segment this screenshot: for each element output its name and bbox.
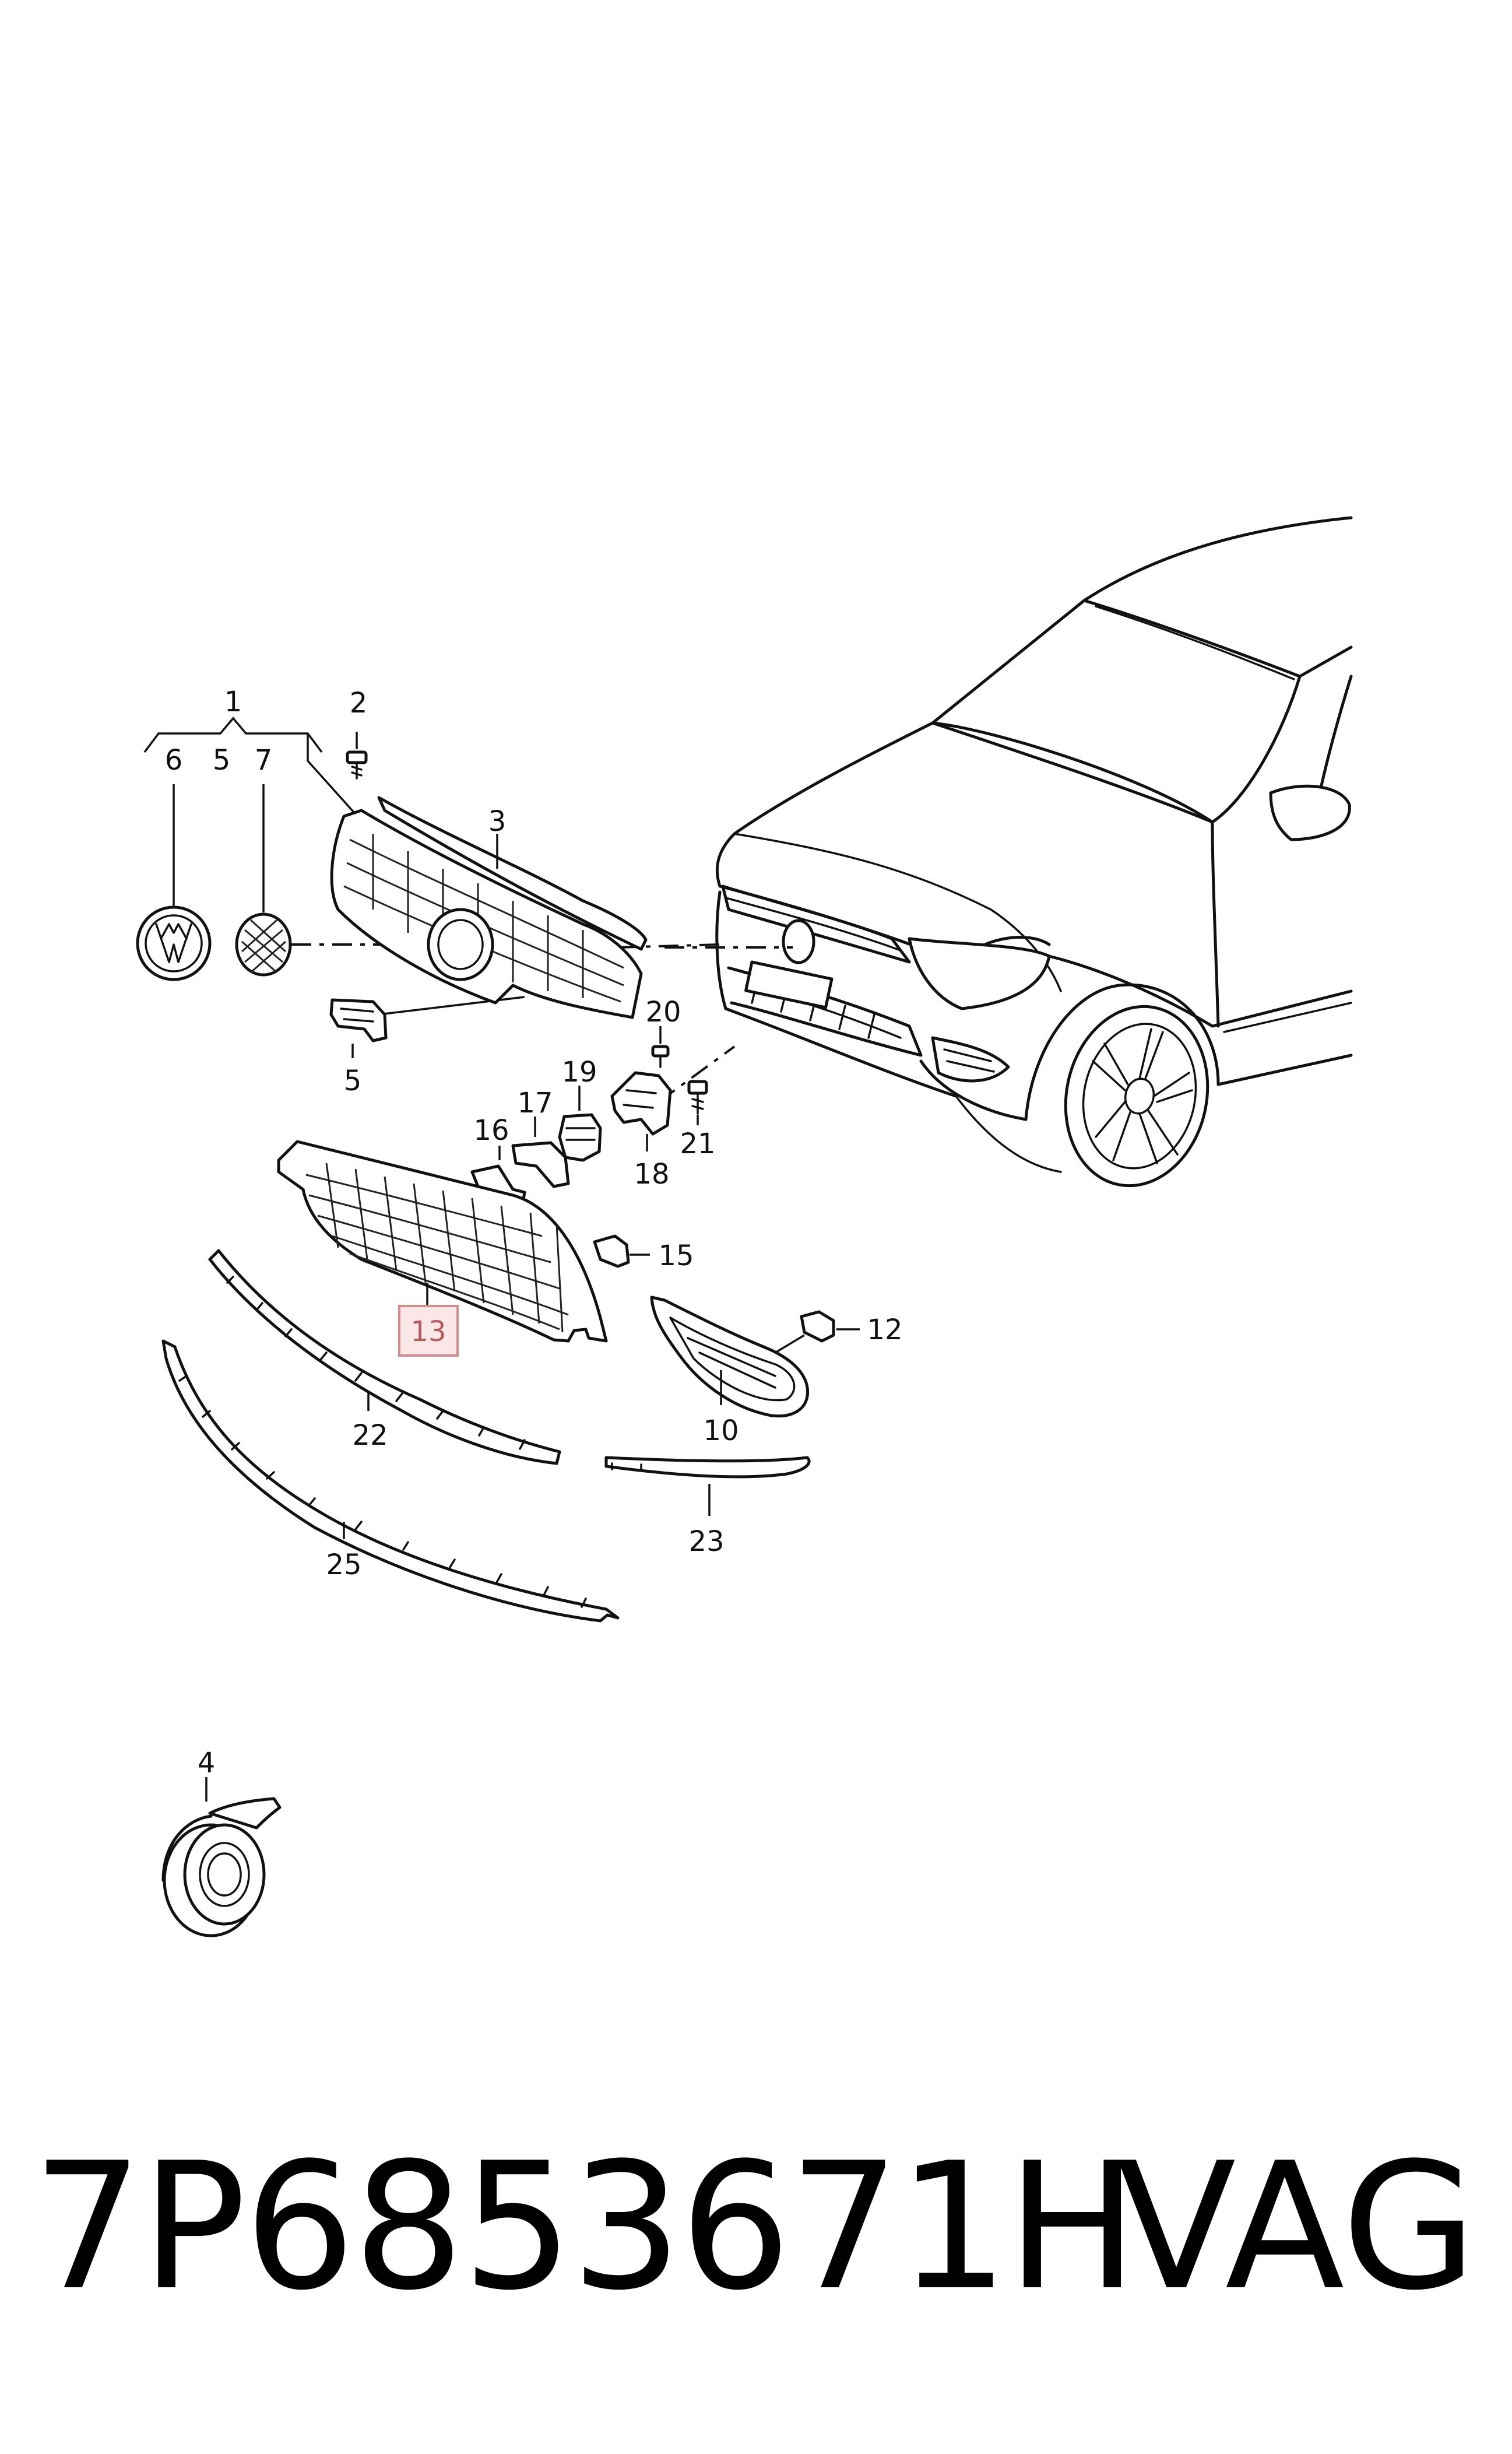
callout-25: 25 <box>326 1549 361 1581</box>
part-19-sensor <box>558 1086 602 1162</box>
part-5-clip <box>329 998 388 1058</box>
part-23-chrome-strip <box>604 1456 811 1516</box>
clip-leader-line <box>378 996 525 1016</box>
part-15-clip <box>593 1234 650 1268</box>
callout-5-top: 5 <box>213 744 231 777</box>
callout-18: 18 <box>634 1158 669 1191</box>
part-25-trim-strip <box>161 1339 620 1623</box>
callout-23: 23 <box>688 1525 724 1558</box>
part-13-lower-grille <box>277 1140 608 1343</box>
callout-22: 22 <box>352 1419 388 1452</box>
callout-12: 12 <box>867 1314 902 1346</box>
callout-16: 16 <box>473 1114 509 1147</box>
part-10-side-vent <box>650 1296 810 1418</box>
callout-10: 10 <box>703 1414 739 1447</box>
part-2-bolt <box>346 732 368 780</box>
brand-label: VAG <box>1116 2125 1477 2329</box>
callout-4: 4 <box>198 1747 216 1779</box>
part-12-clip <box>775 1310 860 1354</box>
callout-6: 6 <box>165 744 183 777</box>
callout-21: 21 <box>680 1128 715 1160</box>
part-21-bolt <box>687 1080 708 1125</box>
part-4-tape-roll <box>161 1777 282 1937</box>
callout-19: 19 <box>561 1056 597 1089</box>
callout-13: 13 <box>410 1315 446 1348</box>
part-17-bracket <box>511 1117 570 1188</box>
callout-17: 17 <box>517 1087 553 1119</box>
group-bracket-1 <box>143 717 360 819</box>
callout-1: 1 <box>224 686 242 718</box>
part-22-trim-strip <box>208 1249 561 1465</box>
part-18-bracket <box>610 1071 672 1151</box>
part-number-label: 7P6853671H <box>32 2125 1138 2329</box>
callout-15: 15 <box>658 1240 694 1272</box>
vehicle-illustration <box>715 516 1353 1188</box>
part-6-emblem <box>136 784 212 981</box>
callout-3: 3 <box>488 805 507 838</box>
callout-20: 20 <box>645 996 681 1028</box>
part-7-mesh-disk <box>235 784 292 977</box>
part-20-screw <box>651 1026 670 1068</box>
part-3-grille <box>330 796 648 1019</box>
callout-2: 2 <box>350 687 368 719</box>
callout-7: 7 <box>255 744 273 777</box>
callout-5-clip: 5 <box>344 1065 362 1097</box>
highlight-box-13 <box>398 1305 459 1357</box>
